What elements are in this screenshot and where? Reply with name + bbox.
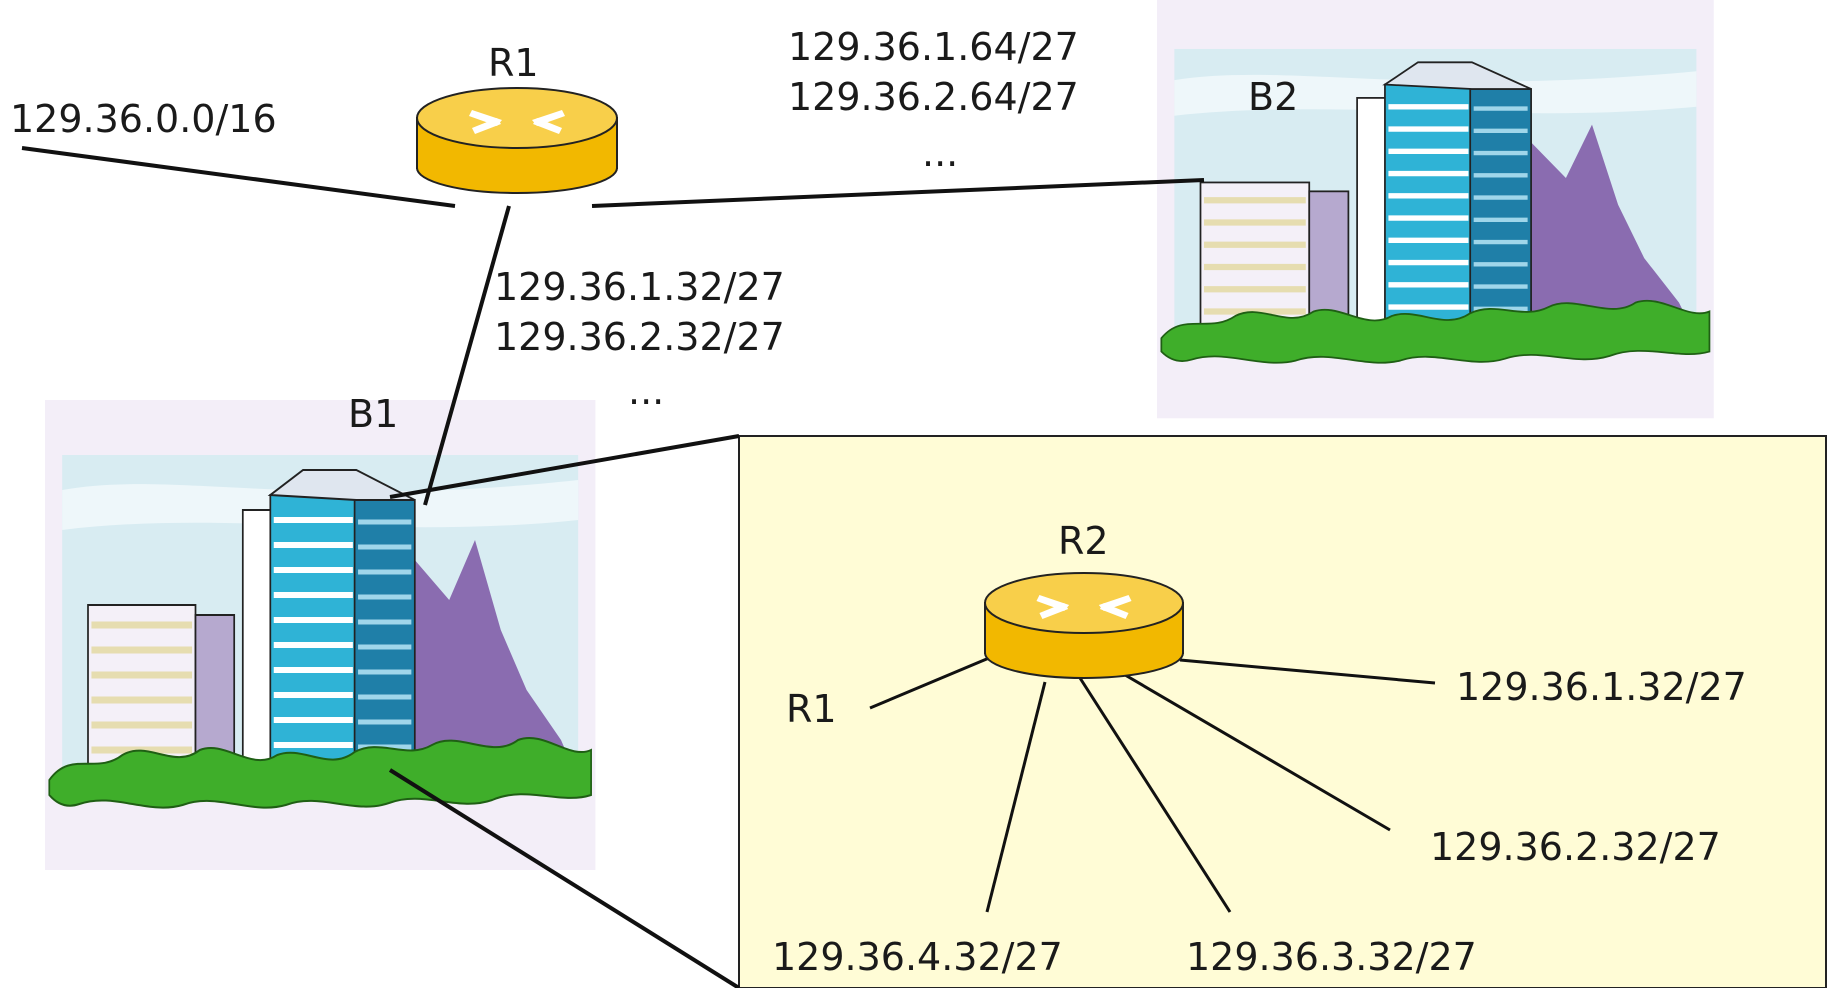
building-b2-image bbox=[1157, 0, 1714, 418]
r1-b1-subnet-2: 129.36.2.32/27 bbox=[494, 315, 785, 359]
inset-subnet-3: 129.36.3.32/27 bbox=[1186, 935, 1477, 979]
r1-b2-ellipsis: ... bbox=[922, 131, 959, 175]
link-r2-r1 bbox=[869, 656, 990, 710]
inset-panel bbox=[738, 435, 1827, 988]
r1-b1-subnet-1: 129.36.1.32/27 bbox=[494, 265, 785, 309]
inset-subnet-1: 129.36.1.32/27 bbox=[1456, 665, 1747, 709]
internet-prefix-label: 129.36.0.0/16 bbox=[10, 97, 277, 141]
zoom-line-top bbox=[389, 434, 740, 499]
router-r2-icon bbox=[984, 572, 1184, 679]
building-b1-image bbox=[45, 400, 595, 870]
link-r2-subnet-2 bbox=[1119, 670, 1391, 832]
building-b1-label: B1 bbox=[348, 392, 399, 436]
zoom-line-bottom bbox=[388, 768, 741, 988]
r1-b1-ellipsis: ... bbox=[628, 369, 665, 413]
inset-subnet-2: 129.36.2.32/27 bbox=[1430, 825, 1721, 869]
router-r2-label: R2 bbox=[1058, 519, 1109, 563]
link-r2-subnet-4 bbox=[985, 681, 1047, 913]
inset-subnet-4: 129.36.4.32/27 bbox=[772, 935, 1063, 979]
building-b2-label: B2 bbox=[1248, 75, 1299, 119]
link-r2-subnet-1 bbox=[1179, 658, 1436, 685]
inset-r1-label: R1 bbox=[786, 687, 837, 731]
link-r1-b1 bbox=[423, 205, 511, 506]
link-internet-r1 bbox=[21, 146, 456, 208]
router-r1-icon bbox=[416, 87, 618, 194]
link-r1-b2 bbox=[591, 178, 1205, 208]
router-r1-label: R1 bbox=[488, 41, 539, 85]
link-r2-subnet-3 bbox=[1078, 677, 1232, 913]
r1-b2-subnet-2: 129.36.2.64/27 bbox=[788, 75, 1079, 119]
r1-b2-subnet-1: 129.36.1.64/27 bbox=[788, 25, 1079, 69]
